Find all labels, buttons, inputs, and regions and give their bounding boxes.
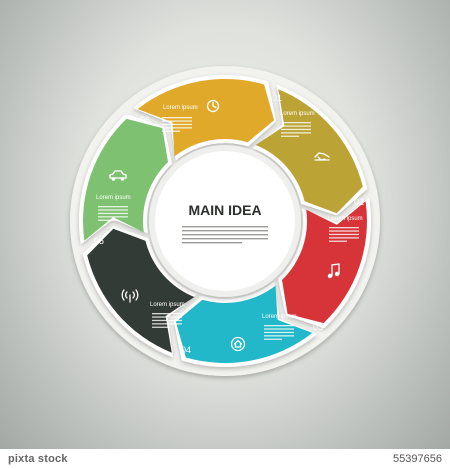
segment-arrow [137, 79, 275, 157]
handshake-icon [314, 152, 330, 161]
segment-number: 04 [181, 345, 191, 355]
segment-label: Lorem ipsum [262, 314, 297, 320]
footer-brand: pixta stock [8, 453, 68, 465]
segment-arrow [175, 285, 313, 363]
main-idea-body [182, 226, 268, 244]
segment-label: Lorem ipsum [280, 111, 315, 117]
segment-arrow [255, 89, 363, 214]
segment-05: 05 Lorem ipsum [79, 113, 172, 246]
segment-body [329, 227, 359, 242]
segment-arrow [87, 228, 195, 353]
footer-bar: pixta stock 55397656 [0, 449, 450, 469]
segment-body [152, 313, 182, 328]
car-icon [109, 170, 127, 181]
segment-body [264, 325, 294, 340]
wifi-tower-icon [121, 289, 139, 303]
segment-body [162, 117, 192, 132]
center-circle: MAIN IDEA [149, 145, 301, 297]
segment-label: Lorem ipsum [96, 195, 131, 201]
main-idea-title: MAIN IDEA [188, 202, 261, 218]
segment-number: 05 [94, 236, 104, 246]
segment-body [98, 206, 128, 221]
segment-label: Lorem ipsum [150, 302, 185, 308]
segment-03: 03 Lorem ipsum [173, 281, 323, 368]
segment-04: 04 Lorem ipsum [82, 226, 198, 358]
segment-number: 06 [140, 115, 150, 125]
clock-icon [206, 99, 220, 113]
segment-06: 06 Lorem ipsum [132, 74, 277, 161]
segment-number: 02 [354, 197, 364, 207]
segment-number: 03 [313, 322, 323, 332]
segment-body [281, 122, 311, 137]
music-icon [327, 263, 340, 279]
home-icon [230, 336, 246, 352]
footer-image-id: 55397656 [393, 453, 442, 465]
center-circle-inner [155, 151, 295, 291]
segment-label: Lorem ipsum [328, 216, 363, 222]
segment-label: Lorem ipsum [163, 105, 198, 111]
segment-number: 01 [272, 93, 282, 103]
